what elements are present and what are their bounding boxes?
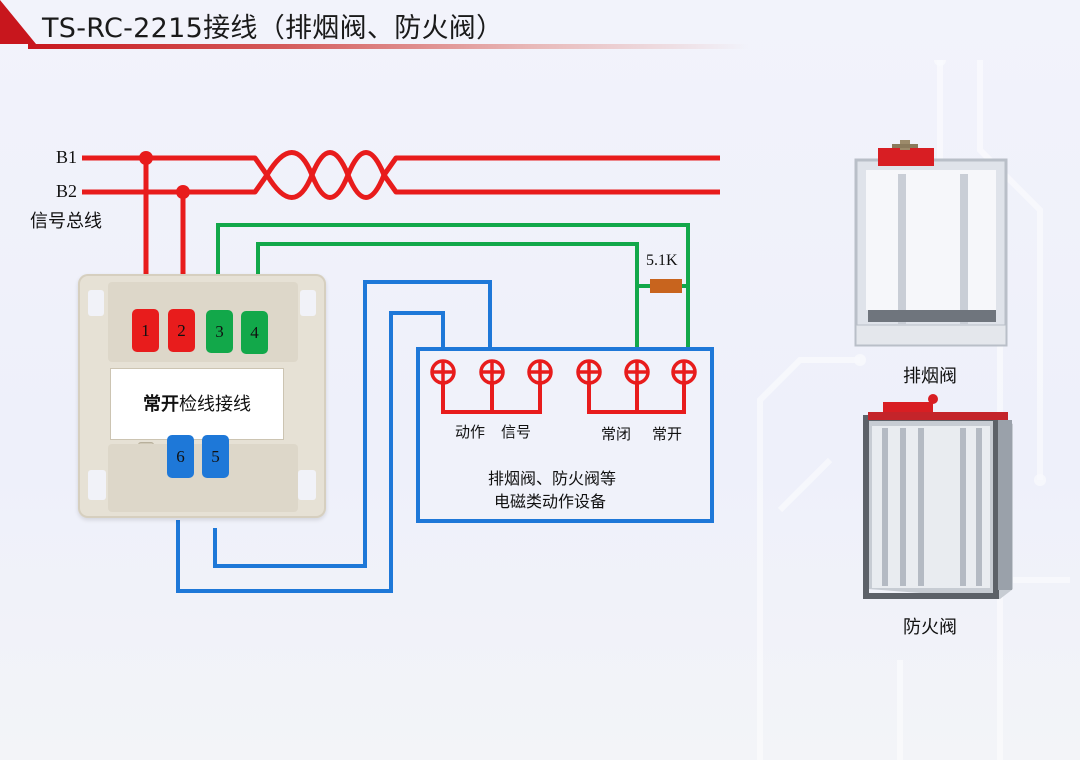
- blue-wire-terminal-6: [176, 311, 445, 593]
- page-title: TS-RC-2215接线（排烟阀、防火阀）: [42, 13, 504, 44]
- terminal-label-signal: 信号: [501, 423, 532, 441]
- terminal-5: 5: [202, 435, 229, 478]
- terminal-screw-icon: [624, 359, 650, 385]
- terminal-1: 1: [132, 309, 159, 352]
- terminal-screw-icon: [671, 359, 697, 385]
- device-terminal-screws: [430, 359, 697, 385]
- fire-damper-caption: 防火阀: [903, 617, 957, 638]
- nc-no-bus: [587, 384, 686, 414]
- terminal-screw-icon: [576, 359, 602, 385]
- device-box: [416, 347, 714, 523]
- module-label-bold: 常开: [143, 394, 179, 415]
- title-bar: TS-RC-2215接线（排烟阀、防火阀）: [0, 0, 760, 52]
- bus-b1-label: B1: [56, 147, 78, 167]
- title-accent-triangle: [0, 0, 36, 44]
- module-label-panel: 常开检线接线: [110, 368, 284, 440]
- bus-b2-wire: [82, 150, 720, 200]
- bus-b2-label: B2: [56, 181, 78, 201]
- terminal-label-action: 动作: [455, 423, 486, 441]
- terminal-label-no: 常开: [652, 425, 683, 443]
- device-description-line1: 排烟阀、防火阀等: [488, 469, 617, 488]
- resistor-5.1k: [650, 279, 682, 293]
- device-description-line2: 电磁类动作设备: [494, 492, 607, 511]
- resistor-label: 5.1K: [646, 252, 678, 269]
- module-label-rest: 检线接线: [179, 394, 251, 415]
- terminal-3: 3: [206, 310, 233, 353]
- smoke-exhaust-valve-photo: [854, 140, 1008, 347]
- terminal-screw-icon: [430, 359, 456, 385]
- terminal-screw-icon: [479, 359, 505, 385]
- bus-b1-wire: [82, 150, 720, 200]
- green-wire-terminal-4: [256, 242, 639, 350]
- terminal-6: 6: [167, 435, 194, 478]
- terminal-label-nc: 常闭: [601, 425, 632, 443]
- fire-damper-photo: [863, 394, 1013, 599]
- terminal-4: 4: [241, 311, 268, 354]
- title-underline: [28, 44, 748, 49]
- blue-wire-terminal-5: [213, 280, 492, 568]
- action-signal-bus: [441, 384, 542, 414]
- terminal-screw-icon: [527, 359, 553, 385]
- junction-dot-b2: [176, 185, 190, 199]
- smoke-exhaust-valve-caption: 排烟阀: [903, 366, 957, 387]
- terminal-2: 2: [168, 309, 195, 352]
- module-base-photo: 常开检线接线: [78, 274, 326, 518]
- signal-bus-caption: 信号总线: [30, 211, 102, 232]
- junction-dot-b1: [139, 151, 153, 165]
